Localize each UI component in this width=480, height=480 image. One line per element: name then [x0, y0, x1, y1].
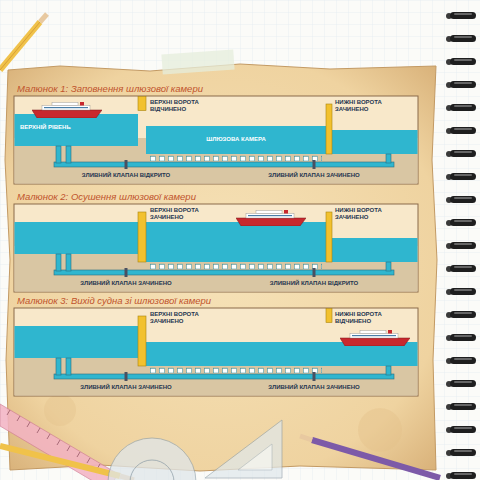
figure-heading: Малюнок 1: Заповнення шлюзової камери [14, 83, 418, 95]
figure-heading: Малюнок 3: Вихід судна зі шлюзової камер… [14, 295, 418, 307]
gate-label: НИЖНІ ВОРОТА ВІДЧИНЕНО [335, 311, 415, 325]
panel-band: Малюнок 3: Вихід судна зі шлюзової камер… [14, 295, 418, 396]
valve-label: ЗЛИВНИЙ КЛАПАН ЗАЧИНЕНО [268, 384, 359, 391]
ship [236, 210, 306, 226]
tape [161, 50, 234, 75]
old-paper [5, 64, 437, 471]
pencil-top [0, 14, 47, 70]
lock-panel [14, 308, 418, 396]
lower-gate [326, 212, 332, 262]
upper-gate [138, 316, 146, 366]
figure-heading: Малюнок 2: Осушення шлюзової камери [14, 191, 418, 203]
gate-label: ВЕРХНІ ВОРОТА ВІДЧИНЕНО [150, 99, 212, 113]
valve-label: ЗЛИВНИЙ КЛАПАН ВІДКРИТО [82, 172, 170, 179]
gate-label: ВЕРХНІ ВОРОТА ЗАЧИНЕНО [150, 207, 212, 221]
lower-gate [326, 104, 332, 154]
valve-label: ЗЛИВНИЙ КЛАПАН ВІДКРИТО [270, 280, 358, 287]
pencil-bottom-right [300, 436, 440, 478]
valve-label: ЗЛИВНИЙ КЛАПАН ЗАЧИНЕНО [80, 384, 171, 391]
lock-panel [14, 96, 418, 184]
valve-label: ЗЛИВНИЙ КЛАПАН ЗАЧИНЕНО [268, 172, 359, 179]
upper-gate [138, 212, 146, 262]
lower-gate [326, 309, 332, 323]
gate-label: НИЖНІ ВОРОТА ЗАЧИНЕНО [335, 99, 415, 113]
panel-band: Малюнок 1: Заповнення шлюзової камери [14, 83, 418, 184]
gate-label: НИЖНІ ВОРОТА ЗАЧИНЕНО [335, 207, 415, 221]
set-square [205, 420, 282, 478]
protractor [108, 438, 196, 480]
upper-gate [138, 97, 146, 111]
ship [340, 330, 410, 346]
water-label: ВЕРХНІЙ РІВЕНЬ [20, 124, 71, 131]
spiral-binding [440, 0, 480, 480]
lock-panel [14, 204, 418, 292]
panel-band: Малюнок 2: Осушення шлюзової камери [14, 191, 418, 292]
ship [32, 102, 102, 118]
gate-label: ВЕРХНІ ВОРОТА ЗАЧИНЕНО [150, 311, 212, 325]
valve-label: ЗЛИВНИЙ КЛАПАН ЗАЧИНЕНО [80, 280, 171, 287]
water-label: ШЛЮЗОВА КАМЕРА [206, 136, 266, 143]
